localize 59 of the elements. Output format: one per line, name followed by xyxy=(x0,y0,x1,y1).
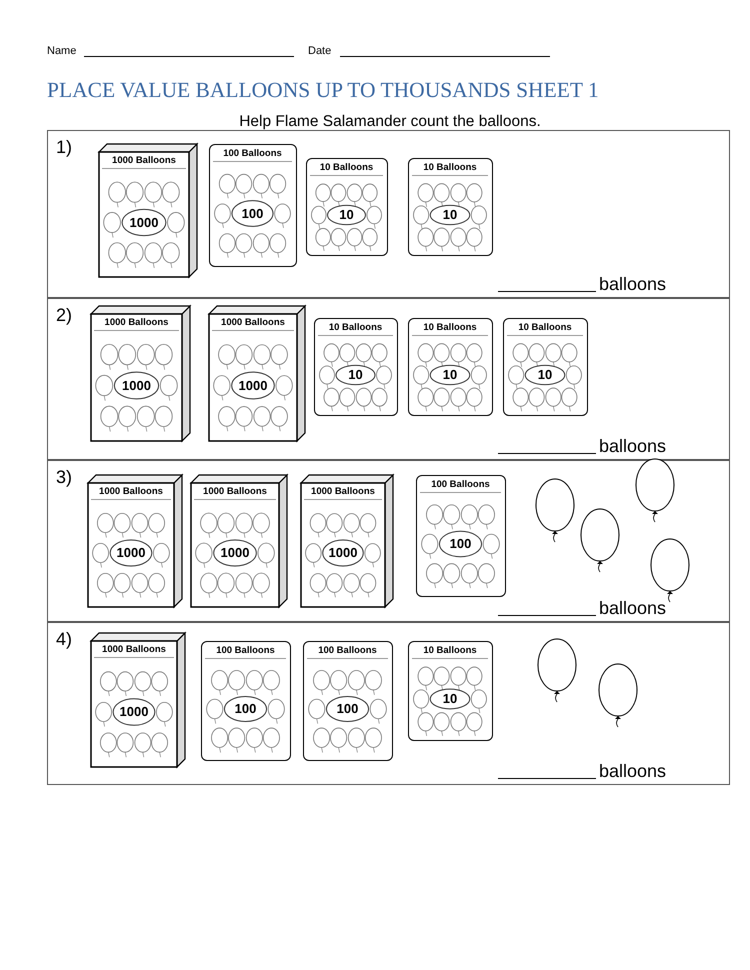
box-heading: 10 Balloons xyxy=(412,645,488,659)
box-heading: 10 Balloons xyxy=(412,322,488,336)
box-heading: 10 Balloons xyxy=(412,162,488,176)
balloon-bag xyxy=(209,144,297,267)
question-number: 1) xyxy=(56,137,72,158)
balloon-count: 10 xyxy=(347,367,364,382)
question-panel xyxy=(47,622,730,785)
balloon-count: 1000 xyxy=(328,545,358,560)
balloon-bag xyxy=(408,158,493,256)
balloon-count: 100 xyxy=(448,536,472,551)
box-heading: 10 Balloons xyxy=(507,322,583,336)
box-heading: 1000 Balloons xyxy=(91,486,171,500)
balloon-bag xyxy=(201,641,291,761)
answer-unit: balloons xyxy=(599,436,666,457)
balloon-count: 1000 xyxy=(121,378,152,392)
balloon-bag xyxy=(416,475,506,597)
box-heading: 100 Balloons xyxy=(205,645,286,659)
balloon-count: 10 xyxy=(442,367,458,382)
balloon-count: 1000 xyxy=(116,545,146,560)
instruction-text: Help Flame Salamander count the balloons. xyxy=(238,113,542,131)
answer-unit: balloons xyxy=(599,761,666,782)
balloon-count: 100 xyxy=(240,206,264,220)
box-heading: 1000 Balloons xyxy=(94,317,179,331)
balloon-count: 100 xyxy=(234,701,258,716)
balloon-bag xyxy=(303,641,393,761)
balloon-bag xyxy=(408,641,493,741)
balloon-bag xyxy=(306,158,388,256)
balloon-count: 1000 xyxy=(238,378,268,392)
question-panel xyxy=(47,130,730,298)
balloon-bag xyxy=(503,318,588,416)
box-heading: 100 Balloons xyxy=(213,148,292,162)
box-heading: 1000 Balloons xyxy=(304,486,382,500)
balloon-count: 1000 xyxy=(128,214,160,230)
worksheet-title: PLACE VALUE BALLOONS UP TO THOUSANDS SHEET 1 xyxy=(47,78,599,103)
answer-unit: balloons xyxy=(599,274,666,295)
balloon-count: 10 xyxy=(442,207,458,222)
answer-unit: balloons xyxy=(599,598,666,619)
box-heading: 1000 Balloons xyxy=(212,317,294,331)
question-number: 4) xyxy=(56,629,72,650)
box-heading: 1000 Balloons xyxy=(94,644,174,658)
box-heading: 1000 Balloons xyxy=(194,486,276,500)
box-heading: 1000 Balloons xyxy=(102,155,186,169)
balloon-count: 10 xyxy=(442,691,458,706)
balloon-bag xyxy=(314,318,398,416)
field-label: Date xyxy=(308,45,332,57)
balloon-count: 100 xyxy=(336,701,360,716)
balloon-bag xyxy=(408,318,493,416)
question-panel xyxy=(47,298,730,460)
field-label: Name xyxy=(47,45,76,57)
box-heading: 100 Balloons xyxy=(420,479,501,493)
balloon-count: 10 xyxy=(536,367,554,382)
question-number: 3) xyxy=(56,467,72,488)
question-number: 2) xyxy=(56,305,72,326)
balloon-count: 1000 xyxy=(118,704,150,719)
balloon-count: 1000 xyxy=(220,545,250,560)
box-heading: 10 Balloons xyxy=(310,162,383,176)
box-heading: 10 Balloons xyxy=(318,322,393,336)
balloon-count: 10 xyxy=(338,207,355,222)
box-heading: 100 Balloons xyxy=(307,645,388,659)
